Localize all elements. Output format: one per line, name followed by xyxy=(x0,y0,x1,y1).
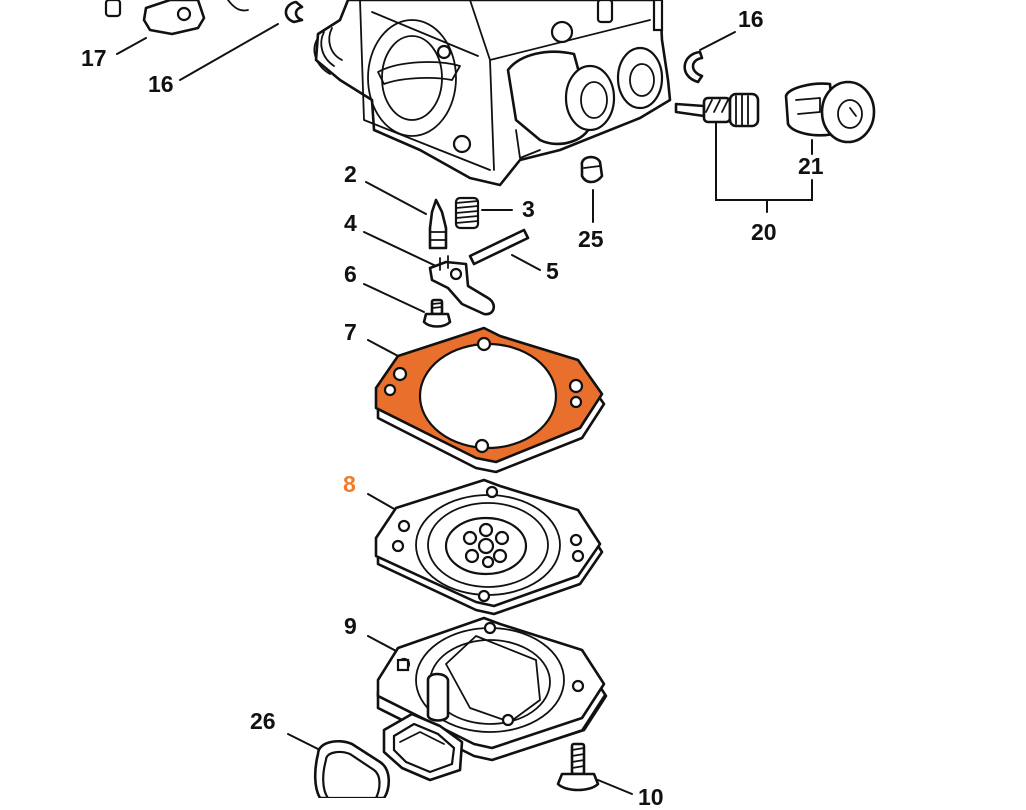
callout-5[interactable]: 5 xyxy=(546,258,559,284)
part-7-gasket xyxy=(374,326,606,474)
part-5-pin xyxy=(468,228,530,266)
carburetor-body xyxy=(313,0,672,187)
callout-9[interactable]: 9 xyxy=(344,613,357,639)
callout-21[interactable]: 21 xyxy=(798,153,824,179)
callout-6[interactable]: 6 xyxy=(344,261,357,287)
part-16-clip-right xyxy=(683,50,704,84)
callout-16-right[interactable]: 16 xyxy=(738,6,764,32)
callout-20[interactable]: 20 xyxy=(751,219,777,245)
callout-4[interactable]: 4 xyxy=(344,210,357,236)
callout-8[interactable]: 8 xyxy=(343,471,356,497)
callout-17[interactable]: 17 xyxy=(81,45,107,71)
callout-25[interactable]: 25 xyxy=(578,226,604,252)
part-25-nipple xyxy=(580,155,604,184)
part-21-cap xyxy=(784,80,876,144)
part-10-screw xyxy=(556,742,600,792)
part-26-gasket-ring xyxy=(313,740,391,800)
callout-3[interactable]: 3 xyxy=(522,196,535,222)
part-8-diaphragm xyxy=(374,478,604,616)
part-17-lever xyxy=(104,0,249,36)
part-3-spring xyxy=(454,196,480,230)
part-2-inlet-needle xyxy=(428,198,448,250)
part-16-clip-left xyxy=(284,0,304,24)
part-6-screw xyxy=(422,298,452,328)
callout-16-left[interactable]: 16 xyxy=(148,71,174,97)
callout-26[interactable]: 26 xyxy=(250,708,276,734)
leader-lines xyxy=(116,23,813,795)
callout-2[interactable]: 2 xyxy=(344,161,357,187)
part-20-needle xyxy=(674,92,760,128)
part-9-diaphragm-cover xyxy=(376,616,608,782)
callout-7[interactable]: 7 xyxy=(344,319,357,345)
part-4-control-lever xyxy=(428,255,496,316)
